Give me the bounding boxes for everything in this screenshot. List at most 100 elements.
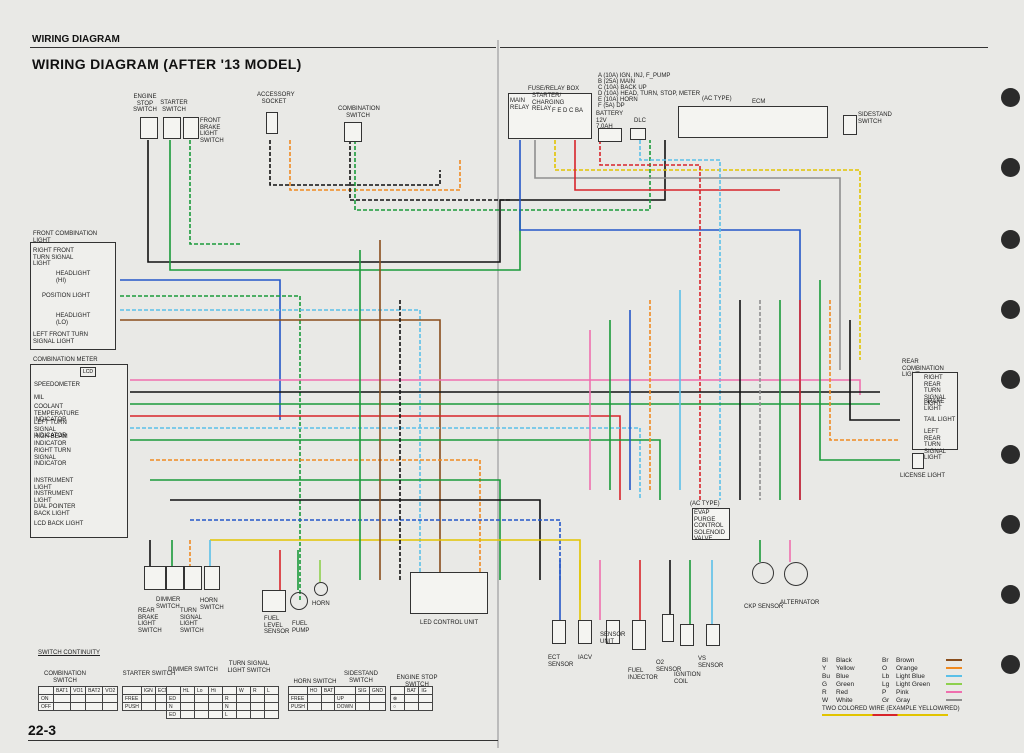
turn-signal-switch bbox=[184, 566, 202, 590]
headlight-hi-label: HEADLIGHT (Hi) bbox=[56, 271, 91, 284]
fuel-pump-icon bbox=[290, 592, 308, 610]
switch-table-col: BAT1 bbox=[52, 686, 72, 695]
wire bbox=[130, 427, 641, 500]
turn-signal-switch-label: TURN SIGNAL LIGHT SWITCH bbox=[180, 608, 204, 634]
binder-hole bbox=[1001, 370, 1020, 389]
led-control-unit bbox=[410, 572, 488, 614]
dlc-label: DLC bbox=[634, 118, 647, 124]
wire bbox=[349, 140, 510, 201]
starter-switch bbox=[163, 117, 181, 139]
page-title: WIRING DIAGRAM (AFTER '13 MODEL) bbox=[32, 56, 302, 72]
binder-hole bbox=[1001, 158, 1020, 177]
switch-table-title: ENGINE STOP SWITCH bbox=[396, 675, 438, 688]
fuse-list-item: B (25A) MAIN bbox=[598, 79, 636, 85]
switch-table-col: HO bbox=[306, 686, 322, 695]
switch-table-col: Lo bbox=[194, 686, 209, 695]
left-rear-turn-label: LEFT REAR TURN SIGNAL LIGHT bbox=[924, 429, 946, 461]
switch-continuity-title: SWITCH CONTINUITY bbox=[38, 650, 100, 656]
led-control-unit-label: LED CONTROL UNIT bbox=[420, 620, 479, 626]
wire bbox=[829, 300, 900, 441]
alternator-label: ALTERNATOR bbox=[780, 600, 820, 606]
ckp-sensor-label: CKP SENSOR bbox=[744, 604, 784, 610]
legend-name: Light Blue bbox=[896, 672, 925, 680]
switch-table-row: ED bbox=[166, 694, 181, 703]
wire bbox=[190, 519, 561, 580]
legend-code: Bu bbox=[822, 672, 830, 680]
o2-sensor-label: O2 SENSOR bbox=[656, 660, 682, 673]
switch-table-row: FREE bbox=[122, 694, 142, 703]
legend-swatch bbox=[946, 699, 962, 701]
combination-meter bbox=[30, 364, 128, 538]
evap-valve-box bbox=[692, 508, 730, 540]
front-combination-light bbox=[30, 242, 116, 350]
left-front-turn-label: LEFT FRONT TURN SIGNAL LIGHT bbox=[33, 332, 89, 345]
legend-code: O bbox=[882, 664, 888, 672]
legend-code: R bbox=[822, 688, 827, 696]
binder-hole bbox=[1001, 585, 1020, 604]
wire bbox=[574, 140, 780, 191]
ect-sensor-label: ECT SENSOR bbox=[548, 655, 574, 668]
ecm bbox=[678, 106, 828, 138]
wire bbox=[120, 319, 441, 580]
wire bbox=[170, 499, 541, 580]
high-beam-indicator-label: HIGH BEAM INDICATOR bbox=[34, 434, 68, 447]
engine-stop-switch-label: ENGINE STOP SWITCH bbox=[133, 94, 157, 113]
legend-name: Green bbox=[836, 680, 855, 688]
switch-table-title: SIDESTAND SWITCH bbox=[344, 671, 378, 684]
switch-table-col: SIG bbox=[354, 686, 370, 695]
wire bbox=[120, 279, 281, 420]
mil-label: MIL bbox=[34, 395, 45, 401]
wire bbox=[130, 415, 621, 500]
legend-code: G bbox=[822, 680, 828, 688]
page-number: 22-3 bbox=[28, 722, 57, 738]
fuse-list-item: F (5A) DP bbox=[598, 103, 625, 109]
wire bbox=[849, 320, 900, 421]
rear-combination-light bbox=[912, 372, 958, 450]
fuel-injector bbox=[632, 620, 646, 650]
switch-table-title: HORN SWITCH bbox=[293, 679, 337, 685]
switch-table-row: N bbox=[222, 702, 237, 711]
switch-table-row: R bbox=[222, 694, 237, 703]
fuel-pump-label: FUEL PUMP bbox=[292, 621, 310, 634]
legend-name: Blue bbox=[836, 672, 850, 680]
legend-swatch bbox=[946, 683, 962, 685]
coolant-temp-label: COOLANT TEMPERATURE INDICATOR bbox=[34, 404, 79, 423]
switch-table-col: HL bbox=[180, 686, 195, 695]
header-rule bbox=[500, 47, 988, 48]
switch-table-title: STARTER SWITCH bbox=[122, 671, 176, 677]
wire bbox=[534, 140, 841, 370]
starter-switch-label: STARTER SWITCH bbox=[160, 100, 188, 113]
main-relay-label: MAIN RELAY bbox=[510, 98, 530, 111]
iacv bbox=[578, 620, 592, 644]
switch-table-title: TURN SIGNAL LIGHT SWITCH bbox=[227, 661, 271, 674]
section-header: WIRING DIAGRAM bbox=[32, 34, 120, 45]
ckp-sensor bbox=[752, 562, 774, 584]
switch-table-row: DOWN bbox=[334, 702, 356, 711]
legend-swatch bbox=[946, 659, 962, 661]
vs-sensor bbox=[706, 624, 720, 646]
legend-name: Brown bbox=[896, 656, 915, 664]
footer-rule bbox=[28, 740, 498, 741]
legend-code: W bbox=[822, 696, 829, 704]
fuel-injector-label: FUEL INJECTOR bbox=[628, 668, 658, 681]
two-colored-wire-sample bbox=[822, 714, 948, 716]
binder-hole bbox=[1001, 515, 1020, 534]
front-combination-light-label: FRONT COMBINATION LIGHT bbox=[33, 231, 98, 244]
horn-switch bbox=[204, 566, 220, 590]
starter-charging-relay-label: STARTER/ CHARGING RELAY bbox=[532, 93, 565, 112]
battery bbox=[598, 128, 622, 142]
speedometer-label: SPEEDOMETER bbox=[34, 382, 81, 388]
instrument-light-label: INSTRUMENT LIGHT bbox=[34, 478, 74, 491]
two-colored-wire-note: TWO COLORED WIRE (EXAMPLE YELLOW/RED) bbox=[822, 706, 960, 712]
switch-table-col: IGN bbox=[140, 686, 156, 695]
